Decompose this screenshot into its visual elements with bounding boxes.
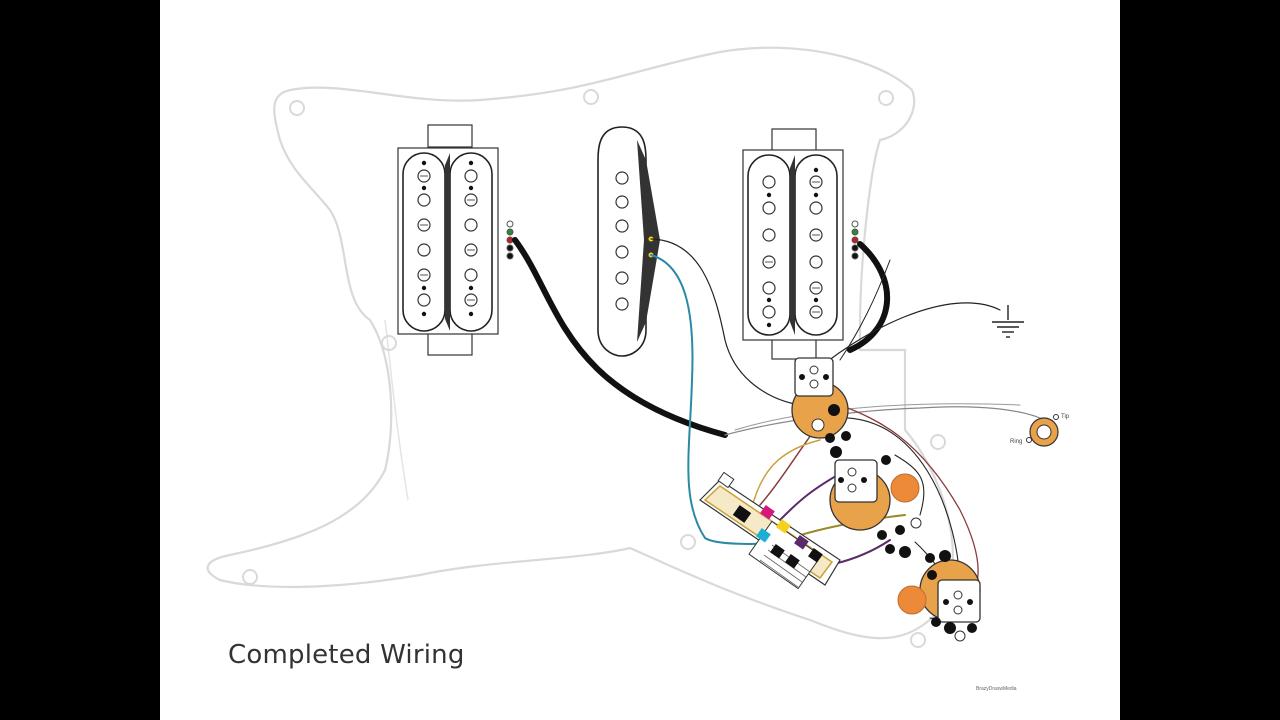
neck-humbucker [397, 124, 514, 356]
wiring-diagram: Tip Ring [206, 46, 1070, 648]
tone-pot-2 [897, 550, 981, 642]
ground-symbol-icon [992, 305, 1024, 338]
slide: Tip Ring Completed Wiring BrazyDraswMedi… [160, 0, 1120, 720]
bridge-humbucker [742, 128, 859, 360]
jack-tip-label: Tip [1061, 414, 1070, 420]
tone-pot-1 [829, 455, 922, 558]
pickguard-outline [206, 46, 954, 648]
volume-pot [791, 357, 851, 458]
credit-text: BrazyDraswMedia [976, 686, 1017, 692]
pickup-selector-switch [699, 471, 841, 590]
output-jack-icon: Tip Ring [1010, 414, 1070, 447]
slide-caption: Completed Wiring [228, 640, 465, 670]
middle-single-coil [597, 126, 660, 357]
jack-ring-label: Ring [1010, 439, 1022, 445]
